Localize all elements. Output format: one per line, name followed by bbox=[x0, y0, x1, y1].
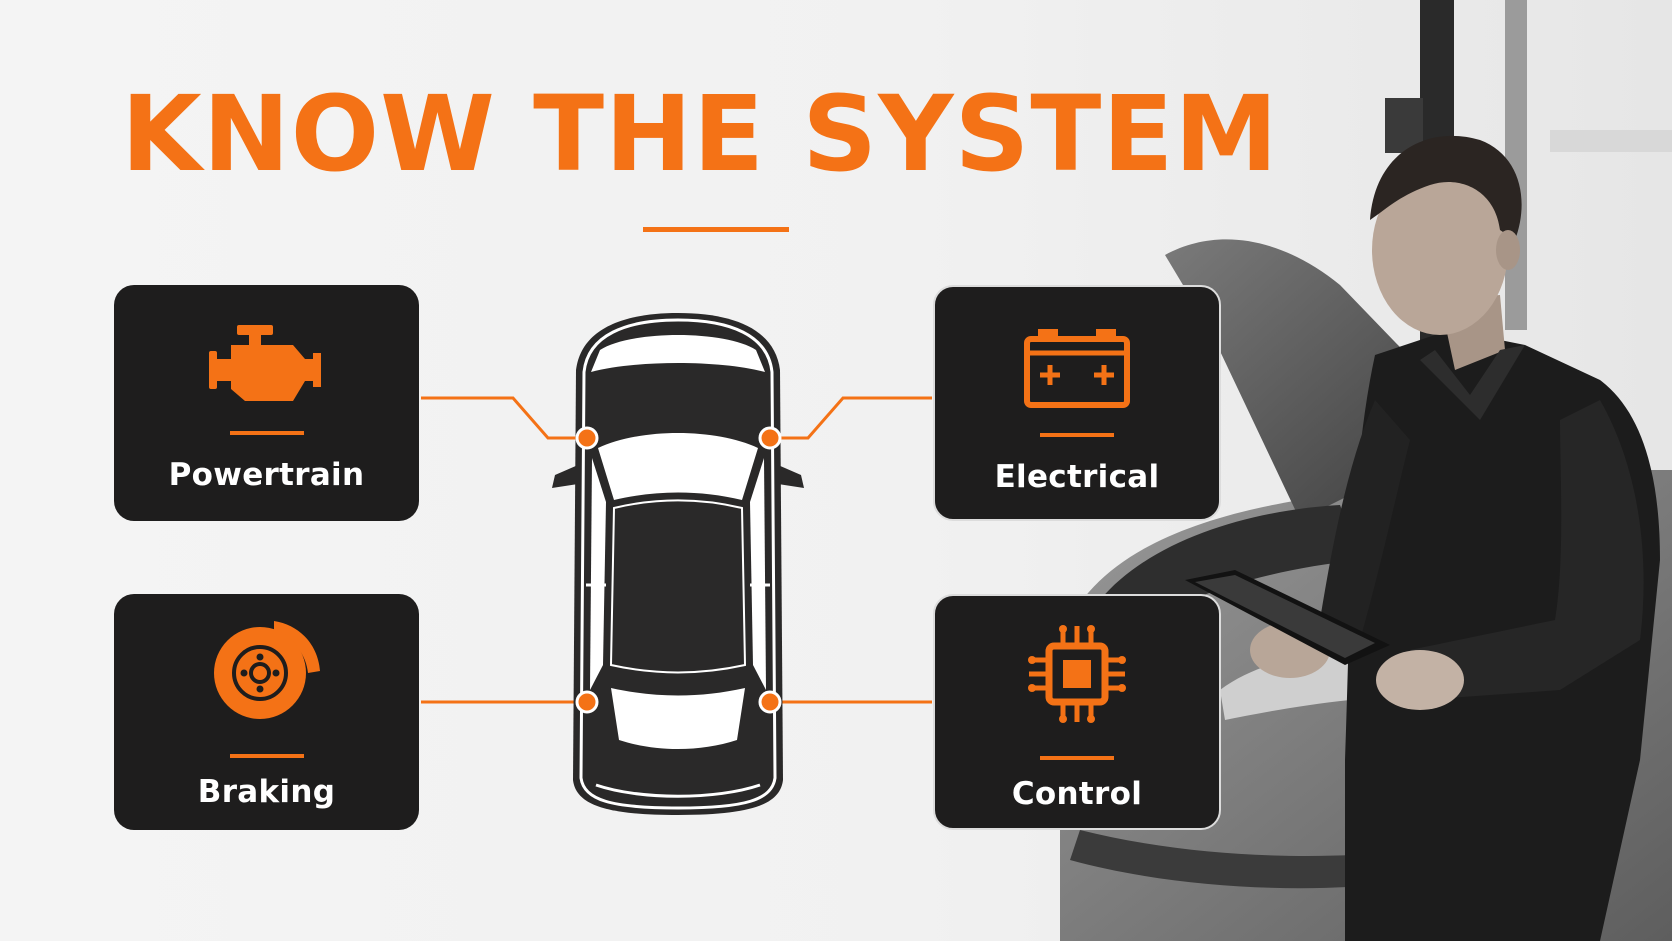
title-underline bbox=[643, 227, 789, 232]
card-divider bbox=[229, 754, 304, 758]
car-top-view bbox=[552, 313, 804, 815]
card-braking: Braking bbox=[114, 594, 419, 830]
chip-icon bbox=[935, 624, 1219, 724]
card-label: Electrical bbox=[994, 459, 1160, 495]
card-label: Powertrain bbox=[168, 457, 365, 493]
card-powertrain: Powertrain bbox=[114, 285, 419, 521]
node-electrical bbox=[758, 426, 782, 450]
engine-icon bbox=[114, 317, 419, 417]
node-braking bbox=[575, 690, 599, 714]
card-electrical: Electrical bbox=[933, 285, 1221, 521]
battery-icon bbox=[935, 319, 1219, 419]
card-divider bbox=[1040, 756, 1114, 760]
node-control bbox=[758, 690, 782, 714]
card-divider bbox=[1040, 433, 1114, 437]
connector-powertrain bbox=[421, 396, 587, 440]
mechanic bbox=[1185, 135, 1660, 941]
node-powertrain bbox=[575, 426, 599, 450]
ceiling-light bbox=[1550, 130, 1672, 152]
brake-disc-icon bbox=[114, 620, 419, 720]
card-label: Braking bbox=[197, 774, 336, 810]
card-divider bbox=[229, 431, 304, 435]
card-label: Control bbox=[1011, 776, 1143, 812]
connector-electrical bbox=[770, 396, 932, 440]
headlight bbox=[1220, 653, 1360, 720]
page-title: KNOW THE SYSTEM bbox=[121, 73, 1279, 195]
bumper-grille bbox=[1070, 830, 1420, 889]
card-control: Control bbox=[933, 594, 1221, 830]
